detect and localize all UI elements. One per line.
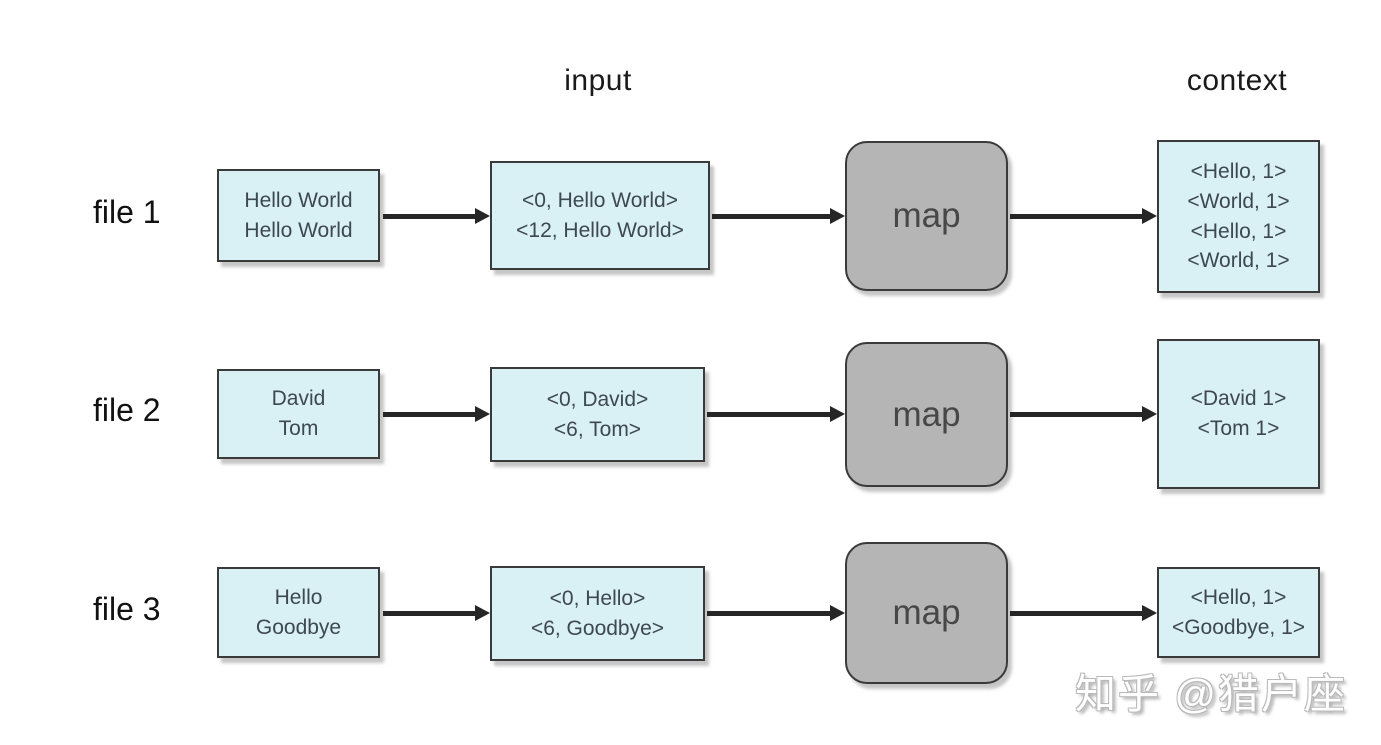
arrow-head: [1142, 208, 1157, 224]
file-content-box: Hello World Hello World: [217, 169, 380, 262]
arrow-map-to-context: [1010, 605, 1157, 621]
arrow-shaft: [1010, 411, 1142, 417]
map-box: map: [845, 542, 1008, 684]
arrow-head: [830, 208, 845, 224]
column-header-input: input: [564, 64, 632, 97]
arrow-head: [830, 406, 845, 422]
file-content-box: Hello Goodbye: [217, 567, 380, 658]
file-content-box: David Tom: [217, 369, 380, 459]
arrow-head: [1142, 605, 1157, 621]
zhihu-watermark: 知乎 @猎户座: [1075, 671, 1348, 717]
context-box: <Hello, 1> <World, 1> <Hello, 1> <World,…: [1157, 140, 1320, 293]
input-box: <0, Hello World> <12, Hello World>: [490, 161, 710, 270]
arrow-shaft: [1010, 213, 1142, 219]
arrow-shaft: [712, 213, 830, 219]
arrow-shaft: [383, 610, 475, 616]
arrow-input-to-map: [707, 605, 845, 621]
arrow-shaft: [1010, 610, 1142, 616]
arrow-file-to-input: [383, 605, 490, 621]
arrow-head: [1142, 406, 1157, 422]
map-box: map: [845, 141, 1008, 291]
arrow-shaft: [707, 411, 830, 417]
row-label-file-1: file 1: [93, 194, 161, 230]
arrow-head: [475, 605, 490, 621]
row-label-file-2: file 2: [93, 392, 161, 428]
arrow-input-to-map: [707, 406, 845, 422]
input-box: <0, Hello> <6, Goodbye>: [490, 566, 705, 661]
arrow-file-to-input: [383, 208, 490, 224]
row-label-file-3: file 3: [93, 591, 161, 627]
arrow-head: [830, 605, 845, 621]
column-header-context: context: [1186, 64, 1288, 97]
arrow-input-to-map: [712, 208, 845, 224]
arrow-shaft: [383, 213, 475, 219]
arrow-map-to-context: [1010, 406, 1157, 422]
input-box: <0, David> <6, Tom>: [490, 367, 705, 462]
arrow-head: [475, 208, 490, 224]
context-box: <David 1> <Tom 1>: [1157, 339, 1320, 489]
arrow-shaft: [383, 411, 475, 417]
arrow-map-to-context: [1010, 208, 1157, 224]
arrow-head: [475, 406, 490, 422]
map-box: map: [845, 342, 1008, 487]
arrow-shaft: [707, 610, 830, 616]
arrow-file-to-input: [383, 406, 490, 422]
context-box: <Hello, 1> <Goodbye, 1>: [1157, 567, 1320, 658]
